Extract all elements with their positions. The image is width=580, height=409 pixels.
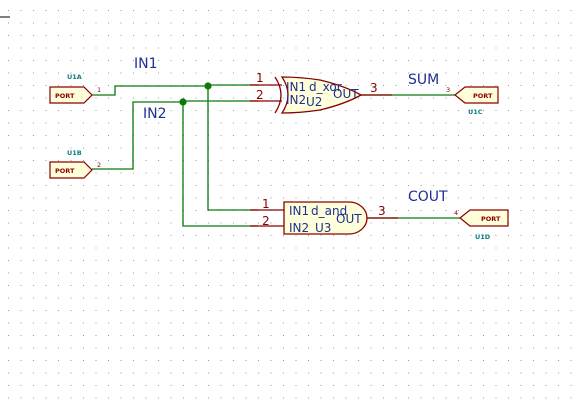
u3-value: d_and [311, 204, 347, 218]
junction-in2 [179, 98, 187, 106]
port-u1c-label: PORT [473, 92, 493, 100]
net-label-cout: COUT [408, 189, 448, 205]
port-u1b[interactable] [49, 161, 93, 179]
u2-in1-label: IN1 [286, 80, 306, 94]
port-u1b-ref: U1B [67, 149, 82, 157]
junction-in1 [204, 82, 212, 90]
port-u1c-ref: U1C [468, 108, 483, 116]
port-u1b-label: PORT [55, 167, 75, 175]
port-u1a[interactable] [49, 86, 93, 104]
u3-in2-label: IN2 [289, 221, 309, 235]
u2-pin3-number: 3 [370, 81, 378, 95]
port-u1d-label: PORT [481, 215, 501, 223]
port-u1a-label: PORT [55, 92, 75, 100]
u3-in1-label: IN1 [289, 204, 309, 218]
port-u1d[interactable] [459, 209, 509, 227]
u3-out-label: OUT [336, 212, 362, 226]
u2-in2-label: IN2 [286, 93, 306, 107]
wire-in2-to-and[interactable] [182, 102, 258, 227]
wire-in1-to-and[interactable] [207, 86, 258, 211]
u2-pin2-number: 2 [256, 88, 264, 102]
u3-pin1-number: 1 [262, 197, 270, 211]
u2-value: d_xor [309, 80, 342, 94]
u3-pin2-number: 2 [262, 214, 270, 228]
wire-in2[interactable] [92, 100, 258, 170]
u2-pin1-number: 1 [256, 71, 264, 85]
net-label-sum: SUM [408, 72, 439, 88]
u2-ref: U2 [306, 95, 322, 109]
net-label-in2: IN2 [143, 106, 167, 122]
port-u1c-pin: 3 [446, 86, 450, 94]
u3-ref: U3 [315, 221, 331, 235]
wire-in1[interactable] [92, 84, 258, 96]
net-label-in1: IN1 [134, 56, 158, 72]
port-u1b-pin: 2 [97, 161, 101, 169]
xor-gate-u2[interactable] [274, 76, 363, 114]
port-u1d-pin: 4 [454, 209, 458, 217]
u3-pin3-number: 3 [378, 204, 386, 218]
u2-out-label: OUT [333, 87, 359, 101]
port-u1c[interactable] [454, 86, 499, 104]
port-u1a-pin: 1 [97, 86, 101, 94]
and-gate-u3[interactable] [283, 201, 368, 235]
port-u1d-ref: U1D [475, 233, 491, 241]
port-u1a-ref: U1A [67, 73, 82, 81]
